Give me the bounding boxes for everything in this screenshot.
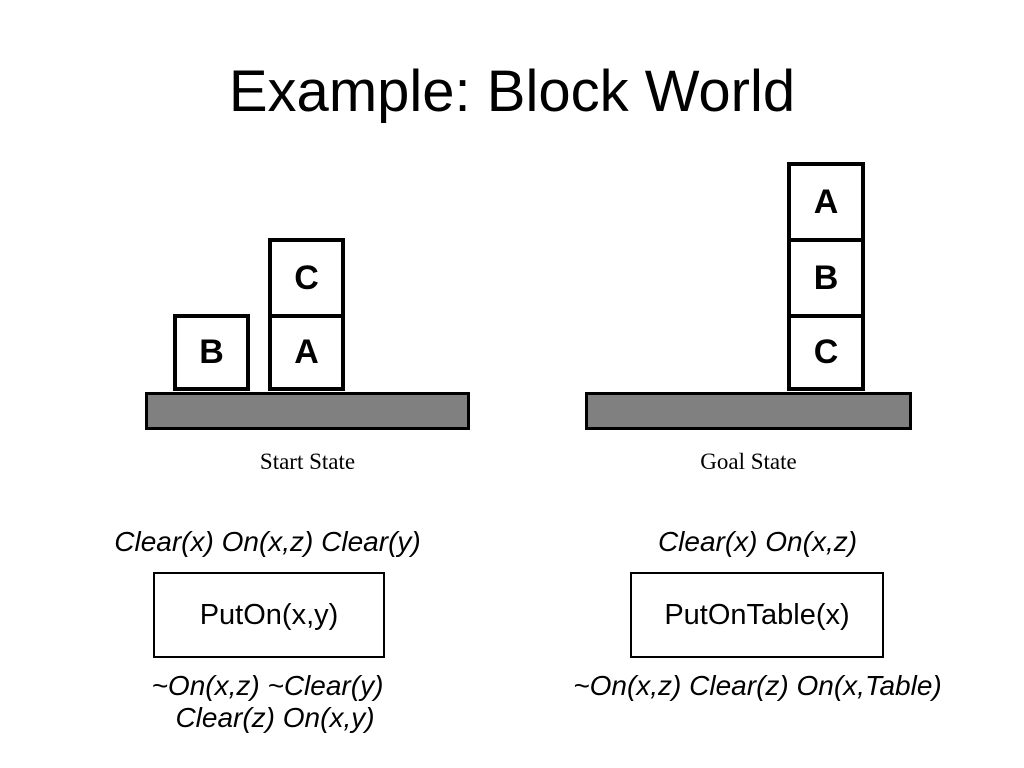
puton-preconditions: Clear(x) On(x,z) Clear(y) [114, 526, 421, 557]
block-c: C [268, 238, 345, 318]
goal-state-caption: Goal State [700, 449, 797, 474]
puton-effects-line1: ~On(x,z) ~Clear(y) [151, 670, 384, 701]
putontable-effects: ~On(x,z) Clear(z) On(x,Table) [573, 670, 942, 701]
puton-operator-box: PutOn(x,y) [153, 572, 385, 658]
putontable-operator-box: PutOnTable(x) [630, 572, 884, 658]
puton-effects-line2: Clear(z) On(x,y) [175, 702, 375, 733]
slide-title: Example: Block World [228, 59, 796, 124]
block-a: A [268, 314, 345, 391]
start-table [145, 392, 470, 430]
block-b: B [173, 314, 250, 391]
goal-block-c: C [787, 314, 865, 391]
goal-block-a: A [787, 162, 865, 242]
goal-block-b: B [787, 238, 865, 318]
putontable-preconditions: Clear(x) On(x,z) [657, 526, 858, 557]
start-state-caption: Start State [259, 449, 356, 474]
goal-table [585, 392, 912, 430]
